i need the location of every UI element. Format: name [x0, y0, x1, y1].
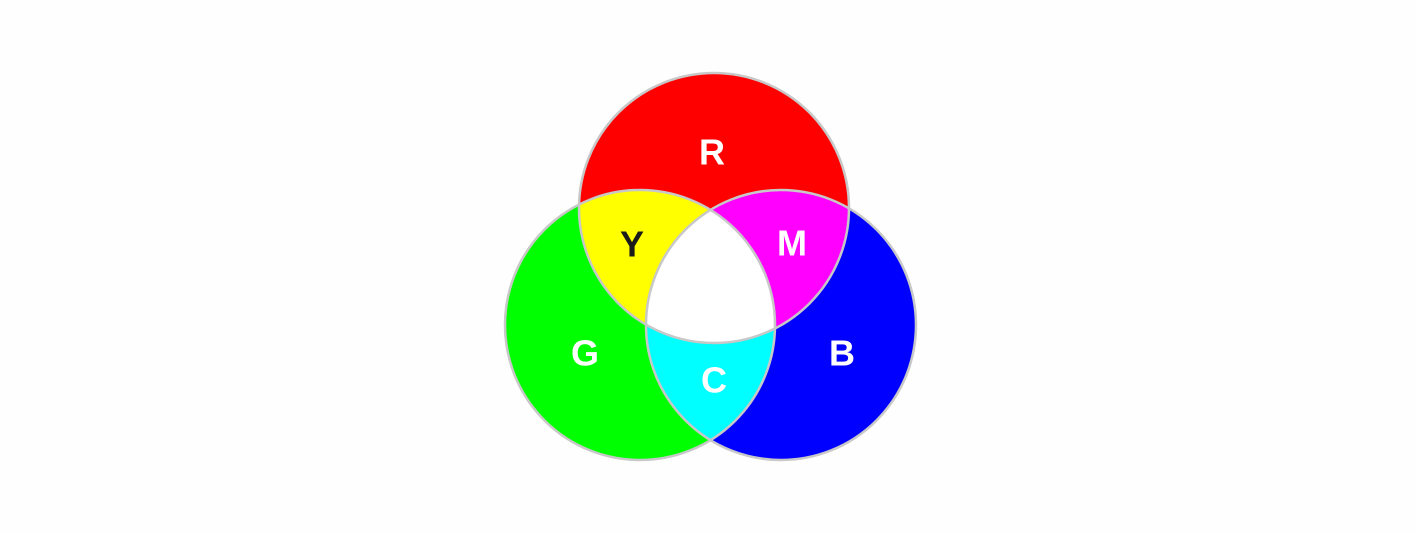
- label-g: G: [571, 333, 599, 374]
- label-m: M: [777, 223, 807, 264]
- label-r: R: [699, 132, 725, 173]
- green-outline: [503, 188, 777, 462]
- label-c: C: [701, 360, 727, 401]
- label-b: B: [829, 333, 855, 374]
- white-center: [646, 190, 775, 343]
- label-y: Y: [620, 224, 644, 265]
- blue-outline: [644, 188, 918, 462]
